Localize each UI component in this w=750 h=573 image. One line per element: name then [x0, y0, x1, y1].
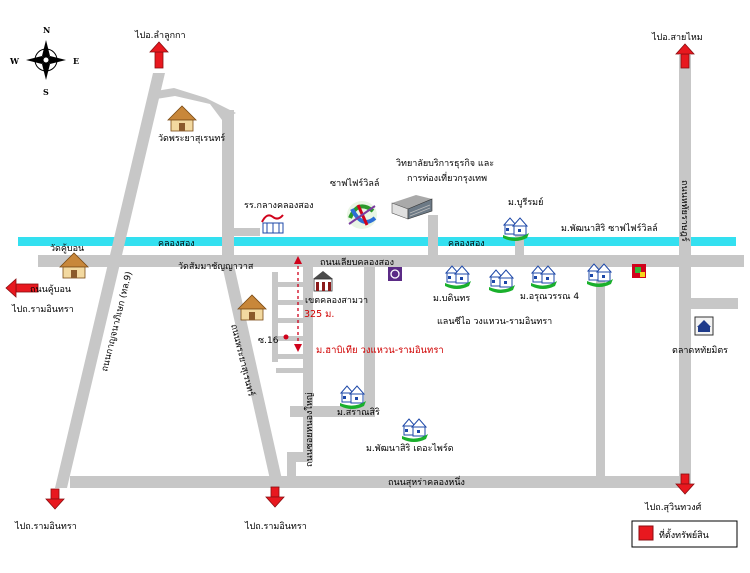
label-college-2: การท่องเที่ยวกรุงเทพ [407, 171, 487, 184]
label-to-lamlukka: ไปอ.ลำลูกกา [134, 30, 186, 41]
label-road-soi: ถนนซอยหนองใหญ่ [304, 392, 315, 467]
label-to-saimai: ไปอ.สายไหม [651, 32, 703, 43]
label-property-title: ม.ฮาบิเทีย วงแหวน-รามอินทรา [316, 344, 444, 356]
label-to-ramintra-left: ไปถ.รามอินทรา [11, 304, 74, 315]
compass-s: S [43, 87, 49, 97]
market-icon [694, 316, 714, 336]
label-wat-samakkhi: วัดสัมมาชัญญาวาส [178, 262, 254, 272]
legend-label: ที่ตั้งทรัพย์สิน [659, 528, 709, 541]
arrow-down-suwinthawong [675, 473, 695, 495]
arrow-down-ramintra-left [45, 488, 65, 510]
label-soi16: ซ.16 [258, 336, 279, 346]
label-landsea: แลนซีไอ วงแหวน-รามอินทรา [437, 316, 552, 327]
label-wat-phraya-suren: วัดพระยาสุเรนทร์ [158, 132, 225, 144]
school-icon [261, 214, 284, 234]
label-baanrom: ม.บูรีรมย์ [508, 196, 543, 208]
wat-samakkhi-icon [237, 294, 267, 321]
canal-khlong-song [18, 237, 736, 246]
label-road-liap-khlong-song: ถนนเลียบคลองสอง [320, 257, 394, 268]
village-bandinthorn-icon [444, 265, 472, 290]
legend-swatch [638, 525, 654, 541]
sapphire-ville-logo-icon [347, 201, 377, 229]
compass-e: E [73, 56, 79, 66]
arrow-up-saimai [675, 43, 695, 69]
village-baanrom-icon [502, 217, 530, 242]
label-road-suha-khlong-nueng: ถนนสุหร่าคลองหนึ่ง [388, 475, 465, 488]
label-arunwan: ม.อรุณวรรณ 4 [520, 292, 579, 302]
district-office-icon [313, 271, 333, 292]
label-school: รร.กลางคลองสอง [244, 201, 314, 211]
label-road-hathai-rat: ถนนหทัยราษฎร์ [679, 180, 691, 242]
college-building-icon [391, 195, 433, 220]
label-bandinthorn: ม.บดินทร [433, 293, 470, 304]
arrow-down-ramintra-mid [265, 486, 285, 508]
compass-rose-icon [26, 40, 66, 80]
label-khlong-song-2: คลองสอง [448, 239, 485, 249]
label-to-ramintra-bottom-mid: ไปถ.รามอินทรา [244, 521, 307, 532]
label-sapphire-ville: ซาฟไฟร์วิลล์ [330, 177, 379, 189]
label-saransiri: ม.สราณสิริ [337, 407, 380, 418]
label-wat-kubon: วัดคู้บอน [50, 243, 84, 254]
arrow-up-lamlukka [149, 41, 169, 69]
label-pattana-sapphire: ม.พัฒนาสิริ ซาฟไฟร์วิลล์ [561, 222, 658, 234]
label-pattana-thecraft: ม.พัฒนาสิริ เดอะไพร์ด [366, 442, 454, 454]
bank-logo-icon [388, 267, 402, 281]
compass-w: W [9, 56, 20, 66]
project-logo-icon [632, 264, 646, 278]
label-market: ตลาดหทัยมิตร [672, 345, 728, 356]
label-college-1: วิทยาลัยบริการธุรกิจ และ [396, 158, 494, 169]
village-saransiri-icon [339, 385, 367, 410]
road-network [38, 55, 744, 488]
arrow-left-kubon [5, 278, 39, 298]
label-district: เขตคลองสามวา [305, 296, 368, 306]
label-road-kubon: ถนนคู้บอน [30, 284, 71, 295]
village-arunwan-icon [530, 265, 558, 290]
legend: ที่ตั้งทรัพย์สิน [631, 520, 738, 548]
property-marker [283, 256, 302, 352]
label-to-suwinthawong: ไปถ.สุวินทวงศ์ [644, 501, 702, 513]
label-distance: 325 ม. [304, 309, 334, 320]
label-khlong-song-1: คลองสอง [158, 239, 195, 249]
village-pattana-thecraft-icon [401, 418, 429, 443]
wat-phraya-suren-icon [167, 105, 197, 132]
label-to-ramintra-bottom-left: ไปถ.รามอินทรา [14, 521, 77, 532]
compass-n: N [43, 25, 50, 35]
village-landsea-icon [488, 269, 516, 294]
